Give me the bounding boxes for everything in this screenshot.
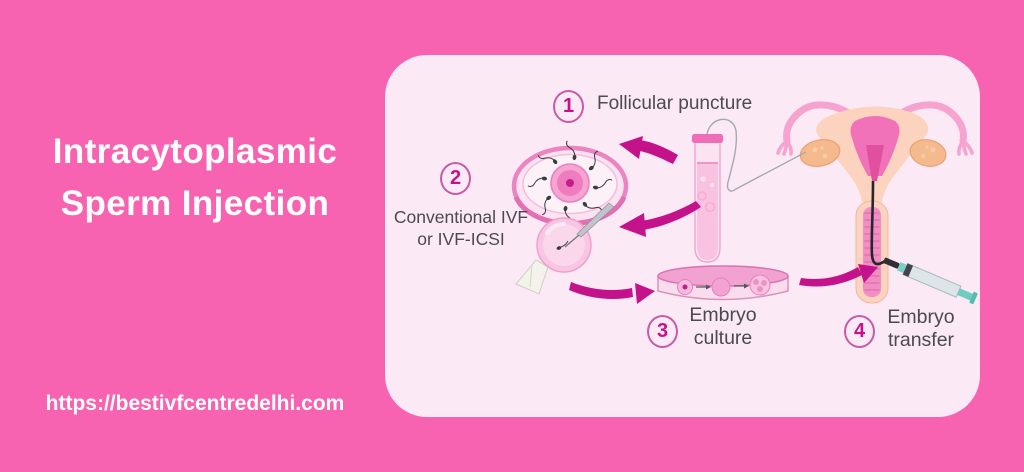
step-3-badge: 3	[647, 315, 678, 348]
embryo-culture-dish-icon	[657, 265, 789, 301]
step-3-label-line1: Embryo	[689, 304, 757, 326]
page-title-line1: Intracytoplasmic	[52, 132, 338, 171]
step-2-label-line1: Conventional IVF	[393, 207, 529, 227]
test-tube-icon	[692, 134, 723, 263]
step-2-label: Conventional IVF or IVF-ICSI	[385, 206, 537, 250]
curved-arrow-icon	[619, 201, 701, 237]
step-3-label: Embryo culture	[669, 304, 777, 350]
uterus-icon	[776, 101, 974, 304]
aspiration-needle-icon	[706, 118, 807, 192]
embryo-transfer-syringe-icon	[870, 180, 978, 305]
curved-arrow-icon	[799, 264, 878, 287]
diagram-illustration	[511, 101, 978, 305]
step-2-number: 2	[449, 167, 462, 189]
step-2-label-line2: or IVF-ICSI	[417, 229, 505, 249]
petri-dish-ivf-icon	[511, 140, 629, 227]
step-2-badge: 2	[440, 162, 471, 195]
website-url: https://bestivfcentredelhi.com	[45, 392, 345, 415]
step-1-number: 1	[562, 95, 575, 117]
step-4-label: Embryo transfer	[870, 306, 972, 352]
step-1-label: Follicular puncture	[597, 93, 753, 114]
step-4-label-line2: transfer	[887, 329, 955, 351]
diagram-panel: 1 2 3 4 Follicular puncture Conventional…	[385, 55, 980, 417]
step-4-badge: 4	[844, 315, 875, 348]
curved-arrow-icon	[569, 282, 655, 304]
step-1-badge: 1	[553, 90, 584, 123]
curved-arrow-icon	[619, 136, 678, 164]
ovary-icon	[799, 139, 947, 167]
step-3-label-line2: culture	[693, 327, 753, 349]
step-3-number: 3	[656, 320, 669, 342]
flow-arrows	[569, 136, 878, 304]
page-title: Intracytoplasmic Sperm Injection	[14, 126, 376, 230]
step-4-number: 4	[853, 320, 866, 342]
icsi-injection-icon	[515, 202, 615, 295]
page-title-line2: Sperm Injection	[60, 184, 330, 223]
step-4-label-line1: Embryo	[887, 306, 955, 328]
